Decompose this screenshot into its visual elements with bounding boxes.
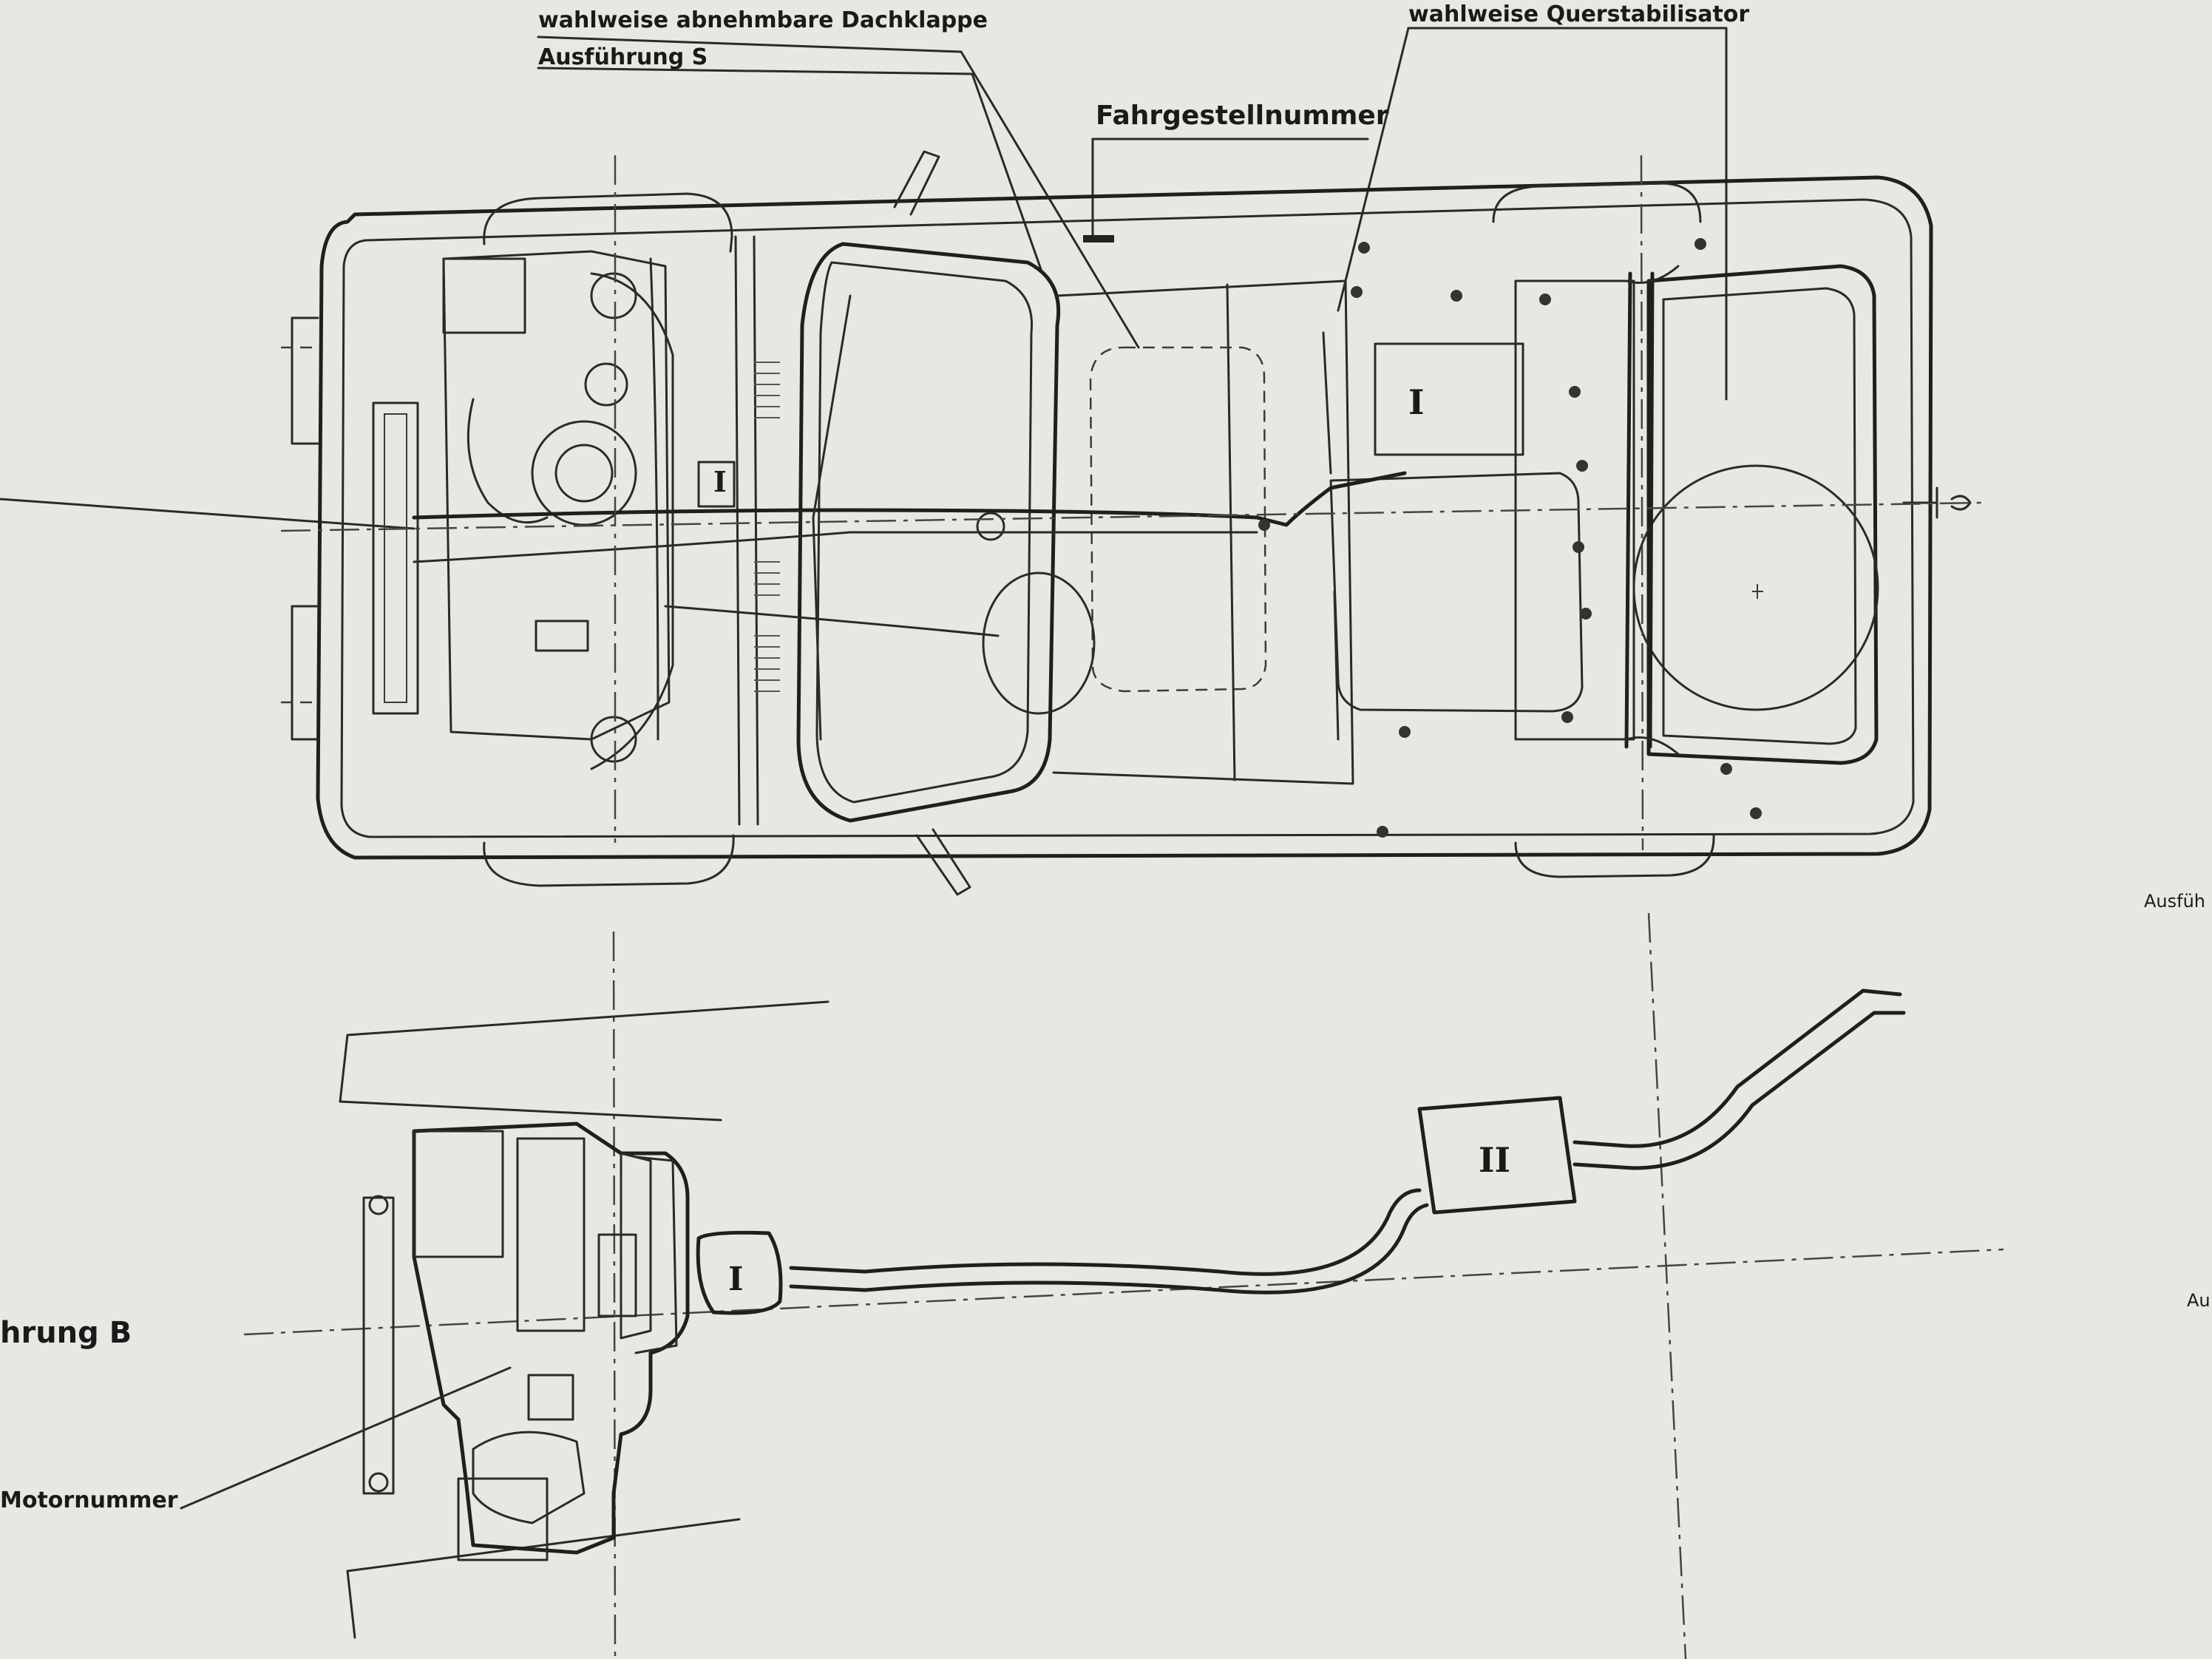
chassis-number-label: Fahrgestellnummer bbox=[1096, 101, 1389, 131]
marker-muffler-rear: II bbox=[1479, 1140, 1510, 1180]
rear-muffler bbox=[1417, 1096, 1577, 1215]
stabilizer-label: wahlweise Querstabilisator bbox=[1408, 1, 1750, 27]
leader-lines bbox=[0, 27, 1728, 530]
marker-tank: I bbox=[1408, 382, 1425, 422]
marker-engine-tag: I bbox=[713, 465, 727, 498]
roof-flap-label: wahlweise abnehmbare Dachklappe bbox=[538, 7, 988, 33]
front-muffler bbox=[696, 1230, 783, 1315]
engine-block bbox=[412, 1122, 690, 1555]
engine-number-label: Motornummer bbox=[0, 1487, 178, 1513]
version-b-label: hrung B bbox=[0, 1316, 132, 1350]
roof-flap-outline bbox=[1089, 346, 1267, 693]
exhaust-pipe bbox=[789, 1188, 1422, 1276]
engine-exhaust-view: I II bbox=[180, 912, 2004, 1659]
edge-label-right-1: Ausfüh bbox=[2144, 891, 2206, 912]
edge-label-right-2: Au bbox=[2187, 1290, 2211, 1311]
car-top-view bbox=[280, 150, 1982, 896]
fuel-tank bbox=[1374, 342, 1524, 456]
car-body-outline bbox=[316, 175, 1933, 860]
chassis-number-plate bbox=[1083, 235, 1114, 242]
version-s-label: Ausführung S bbox=[538, 44, 708, 70]
marker-muffler-front: I bbox=[728, 1261, 744, 1298]
